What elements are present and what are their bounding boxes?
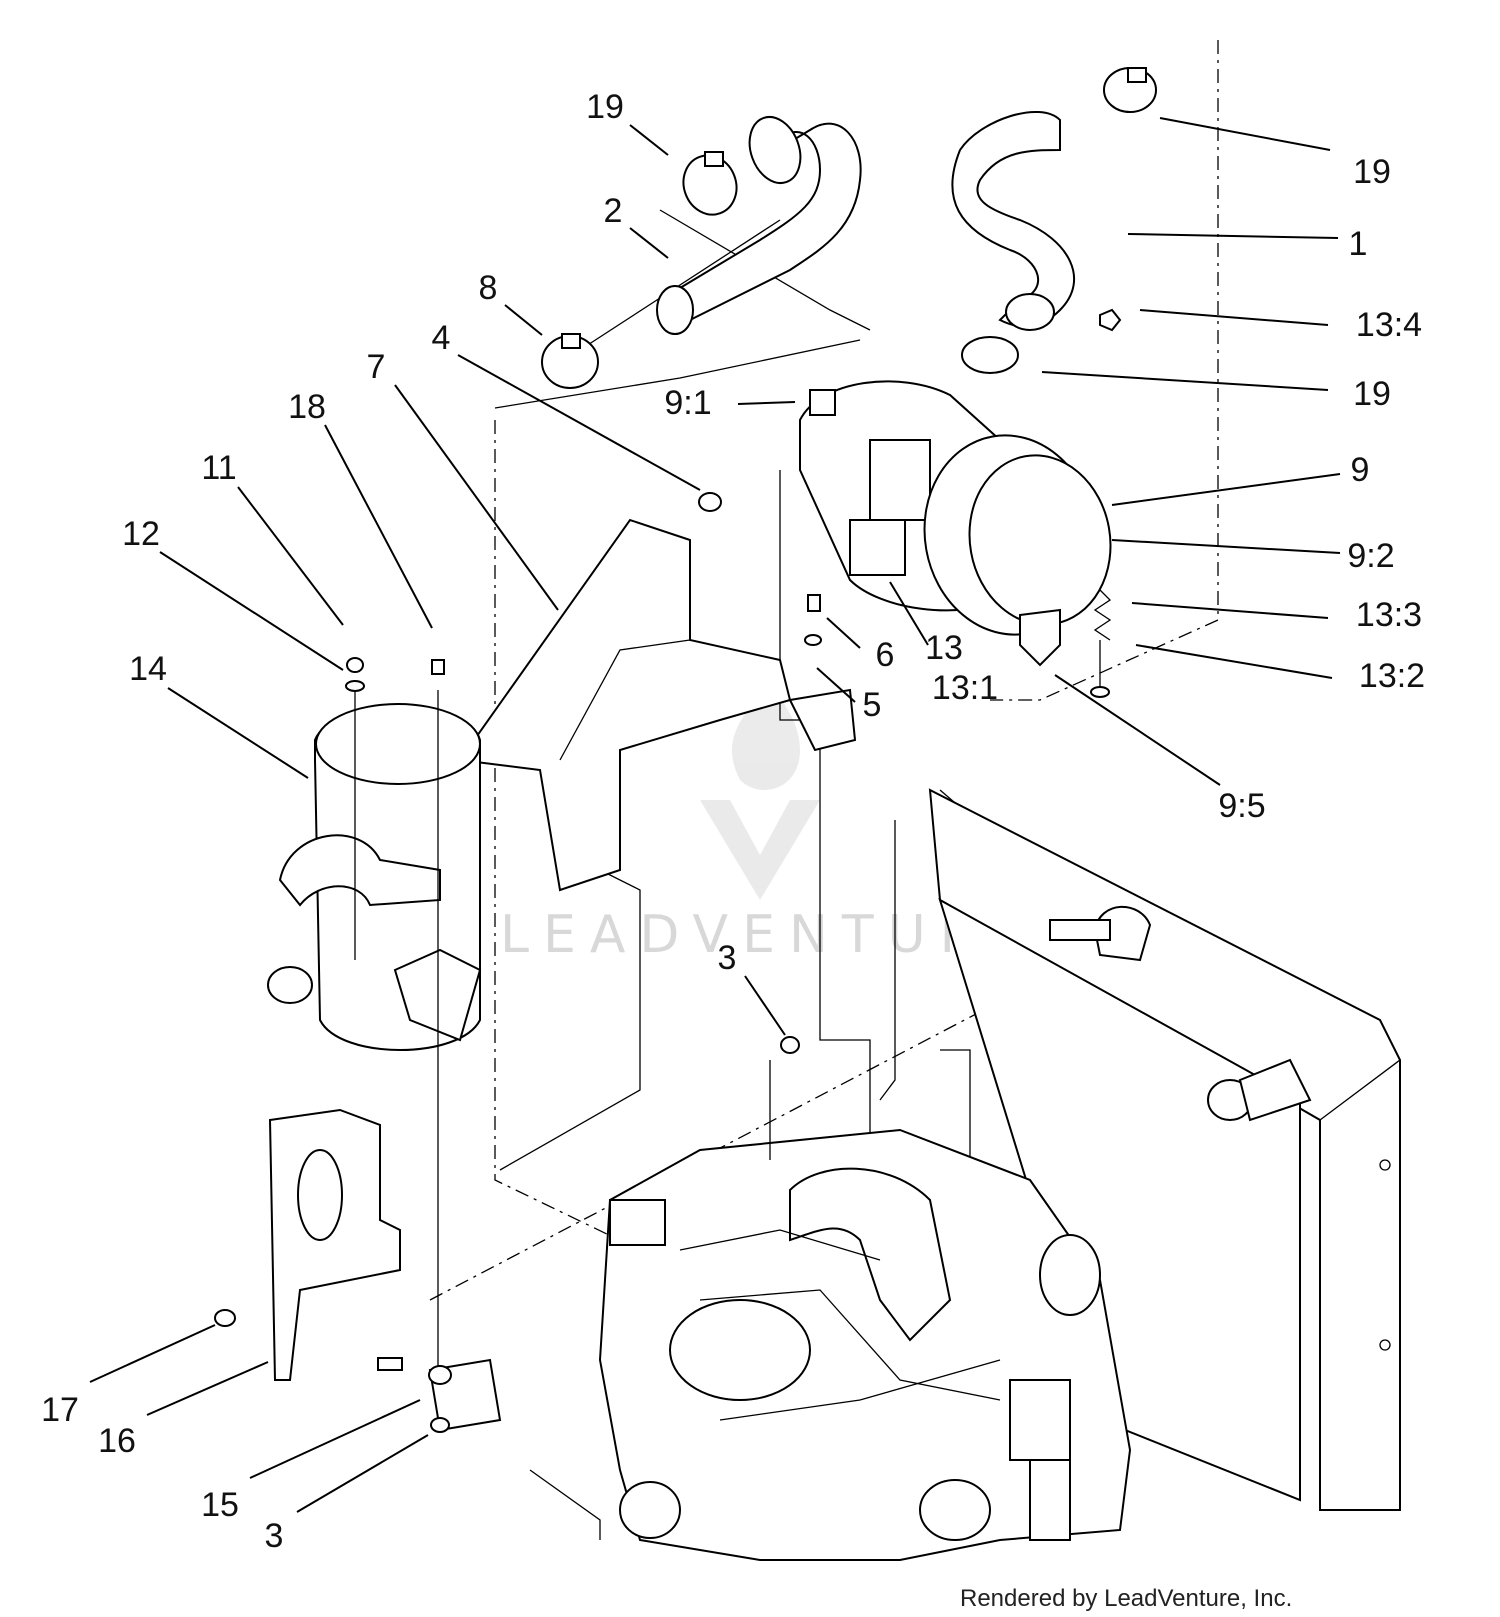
callout-3-mid: 3 [718, 939, 737, 977]
callout-13-2: 13:2 [1359, 657, 1425, 695]
hose-assembly [541, 67, 1157, 389]
muffler [267, 657, 482, 1370]
callout-4: 4 [432, 319, 451, 357]
footer-credit: Rendered by LeadVenture, Inc. [960, 1585, 1292, 1612]
callout-2: 2 [604, 192, 623, 230]
callout-19-mid: 19 [1353, 375, 1391, 413]
callout-13: 13 [925, 629, 963, 667]
callout-19-top-left: 19 [586, 88, 624, 126]
callout-13-1: 13:1 [932, 669, 998, 707]
callout-18: 18 [288, 388, 326, 426]
callout-13-3: 13:3 [1356, 596, 1422, 634]
callout-13-4: 13:4 [1356, 306, 1422, 344]
watermark-text: LEADVENTURE [500, 905, 1037, 965]
callout-8: 8 [479, 269, 498, 307]
callout-1: 1 [1349, 225, 1368, 263]
engine [598, 1036, 1132, 1561]
callout-9-1: 9:1 [664, 384, 711, 422]
leader-lines [89, 117, 1341, 1513]
callout-19-top-right: 19 [1353, 153, 1391, 191]
watermark: LEADVENTURE [500, 680, 1037, 965]
callout-3-bottom: 3 [265, 1517, 284, 1555]
callout-6: 6 [876, 636, 895, 674]
radiator [928, 788, 1401, 1511]
callout-9-2: 9:2 [1347, 537, 1394, 575]
callout-9: 9 [1351, 451, 1370, 489]
heat-shield [214, 1108, 502, 1433]
air-cleaner [799, 380, 1112, 698]
callout-15: 15 [201, 1486, 239, 1524]
callout-5: 5 [863, 686, 882, 724]
callout-17: 17 [41, 1391, 79, 1429]
callout-12: 12 [122, 515, 160, 553]
callout-7: 7 [367, 348, 386, 386]
callout-16: 16 [98, 1422, 136, 1460]
callout-9-5: 9:5 [1218, 787, 1265, 825]
support-bracket [458, 492, 857, 892]
callout-14: 14 [129, 650, 167, 688]
callout-11: 11 [201, 449, 236, 487]
